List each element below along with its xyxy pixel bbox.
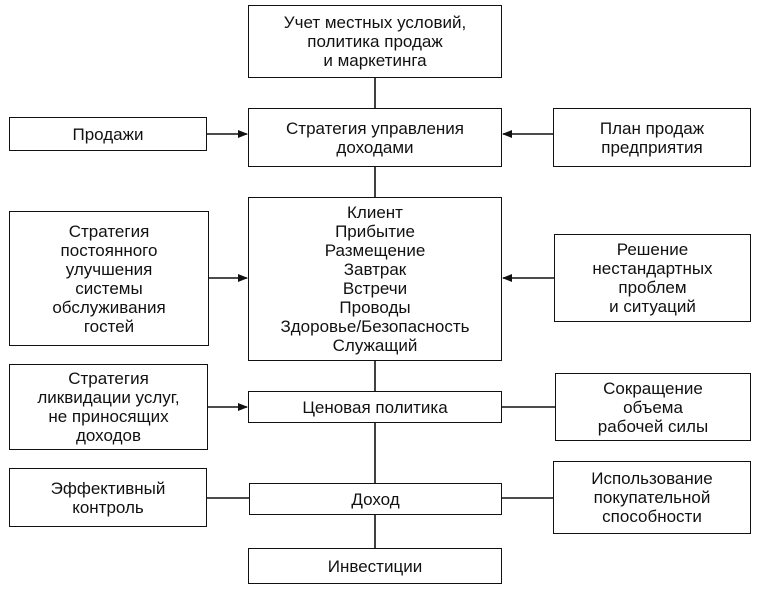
box-text-line: План продаж [599,118,705,138]
box-text-line: способности [602,507,702,526]
box-text-line: Стратегия [68,221,150,241]
box-text-line: рабочей силы [597,416,709,436]
box-text-line: политика продаж [307,32,443,51]
box-text-line: Доход [351,489,400,509]
box-text-line: ликвидации услуг, [37,388,180,407]
box-sales: Продажи [9,117,207,151]
box-text-line: Эффективный [50,478,166,498]
box-text-line: системы [75,278,143,298]
box-pricing-policy: Ценовая политика [248,391,502,423]
box-text-line: Стратегия [68,369,149,388]
box-text-line: постоянного [60,240,158,260]
box-text-line: Решение [616,240,689,259]
box-text-line: Ценовая политика [302,397,448,417]
box-text-line: и ситуаций [609,297,696,316]
box-text-line: Проводы [339,298,411,317]
box-text-line: Завтрак [343,260,407,279]
box-text-line: контроль [72,497,144,517]
box-text-line: Учет местных условий, [283,13,467,32]
box-text-line: доходами [336,137,414,157]
box-text-line: гостей [83,316,135,336]
box-text-line: нестандартных [592,259,713,278]
box-text-line: Служащий [332,336,418,355]
box-text-line: покупательной [593,488,711,507]
box-text-line: Стратегия управления [286,118,464,138]
box-text-line: объема [623,397,683,417]
box-investments: Инвестиции [248,548,502,584]
box-text-line: предприятия [601,137,703,157]
box-text-line: Сокращение [603,378,703,398]
box-text-line: обслуживания [52,297,166,317]
box-text-line: Продажи [72,124,144,144]
box-text-line: проблем [618,278,687,297]
box-text-line: не приносящих [48,407,169,426]
box-text-line: доходов [76,426,141,445]
box-text-line: Прибытие [335,222,415,241]
box-text-line: Использование [591,469,713,488]
box-text-line: Клиент [347,203,403,222]
box-text-line: Инвестиции [327,556,423,576]
box-text-line: улучшения [65,259,153,279]
box-text-line: и маркетинга [323,51,427,70]
box-income: Доход [249,483,502,515]
box-text-line: Размещение [324,241,426,260]
box-text-line: Встречи [342,279,408,298]
box-text-line: Здоровье/Безопасность [280,317,470,336]
